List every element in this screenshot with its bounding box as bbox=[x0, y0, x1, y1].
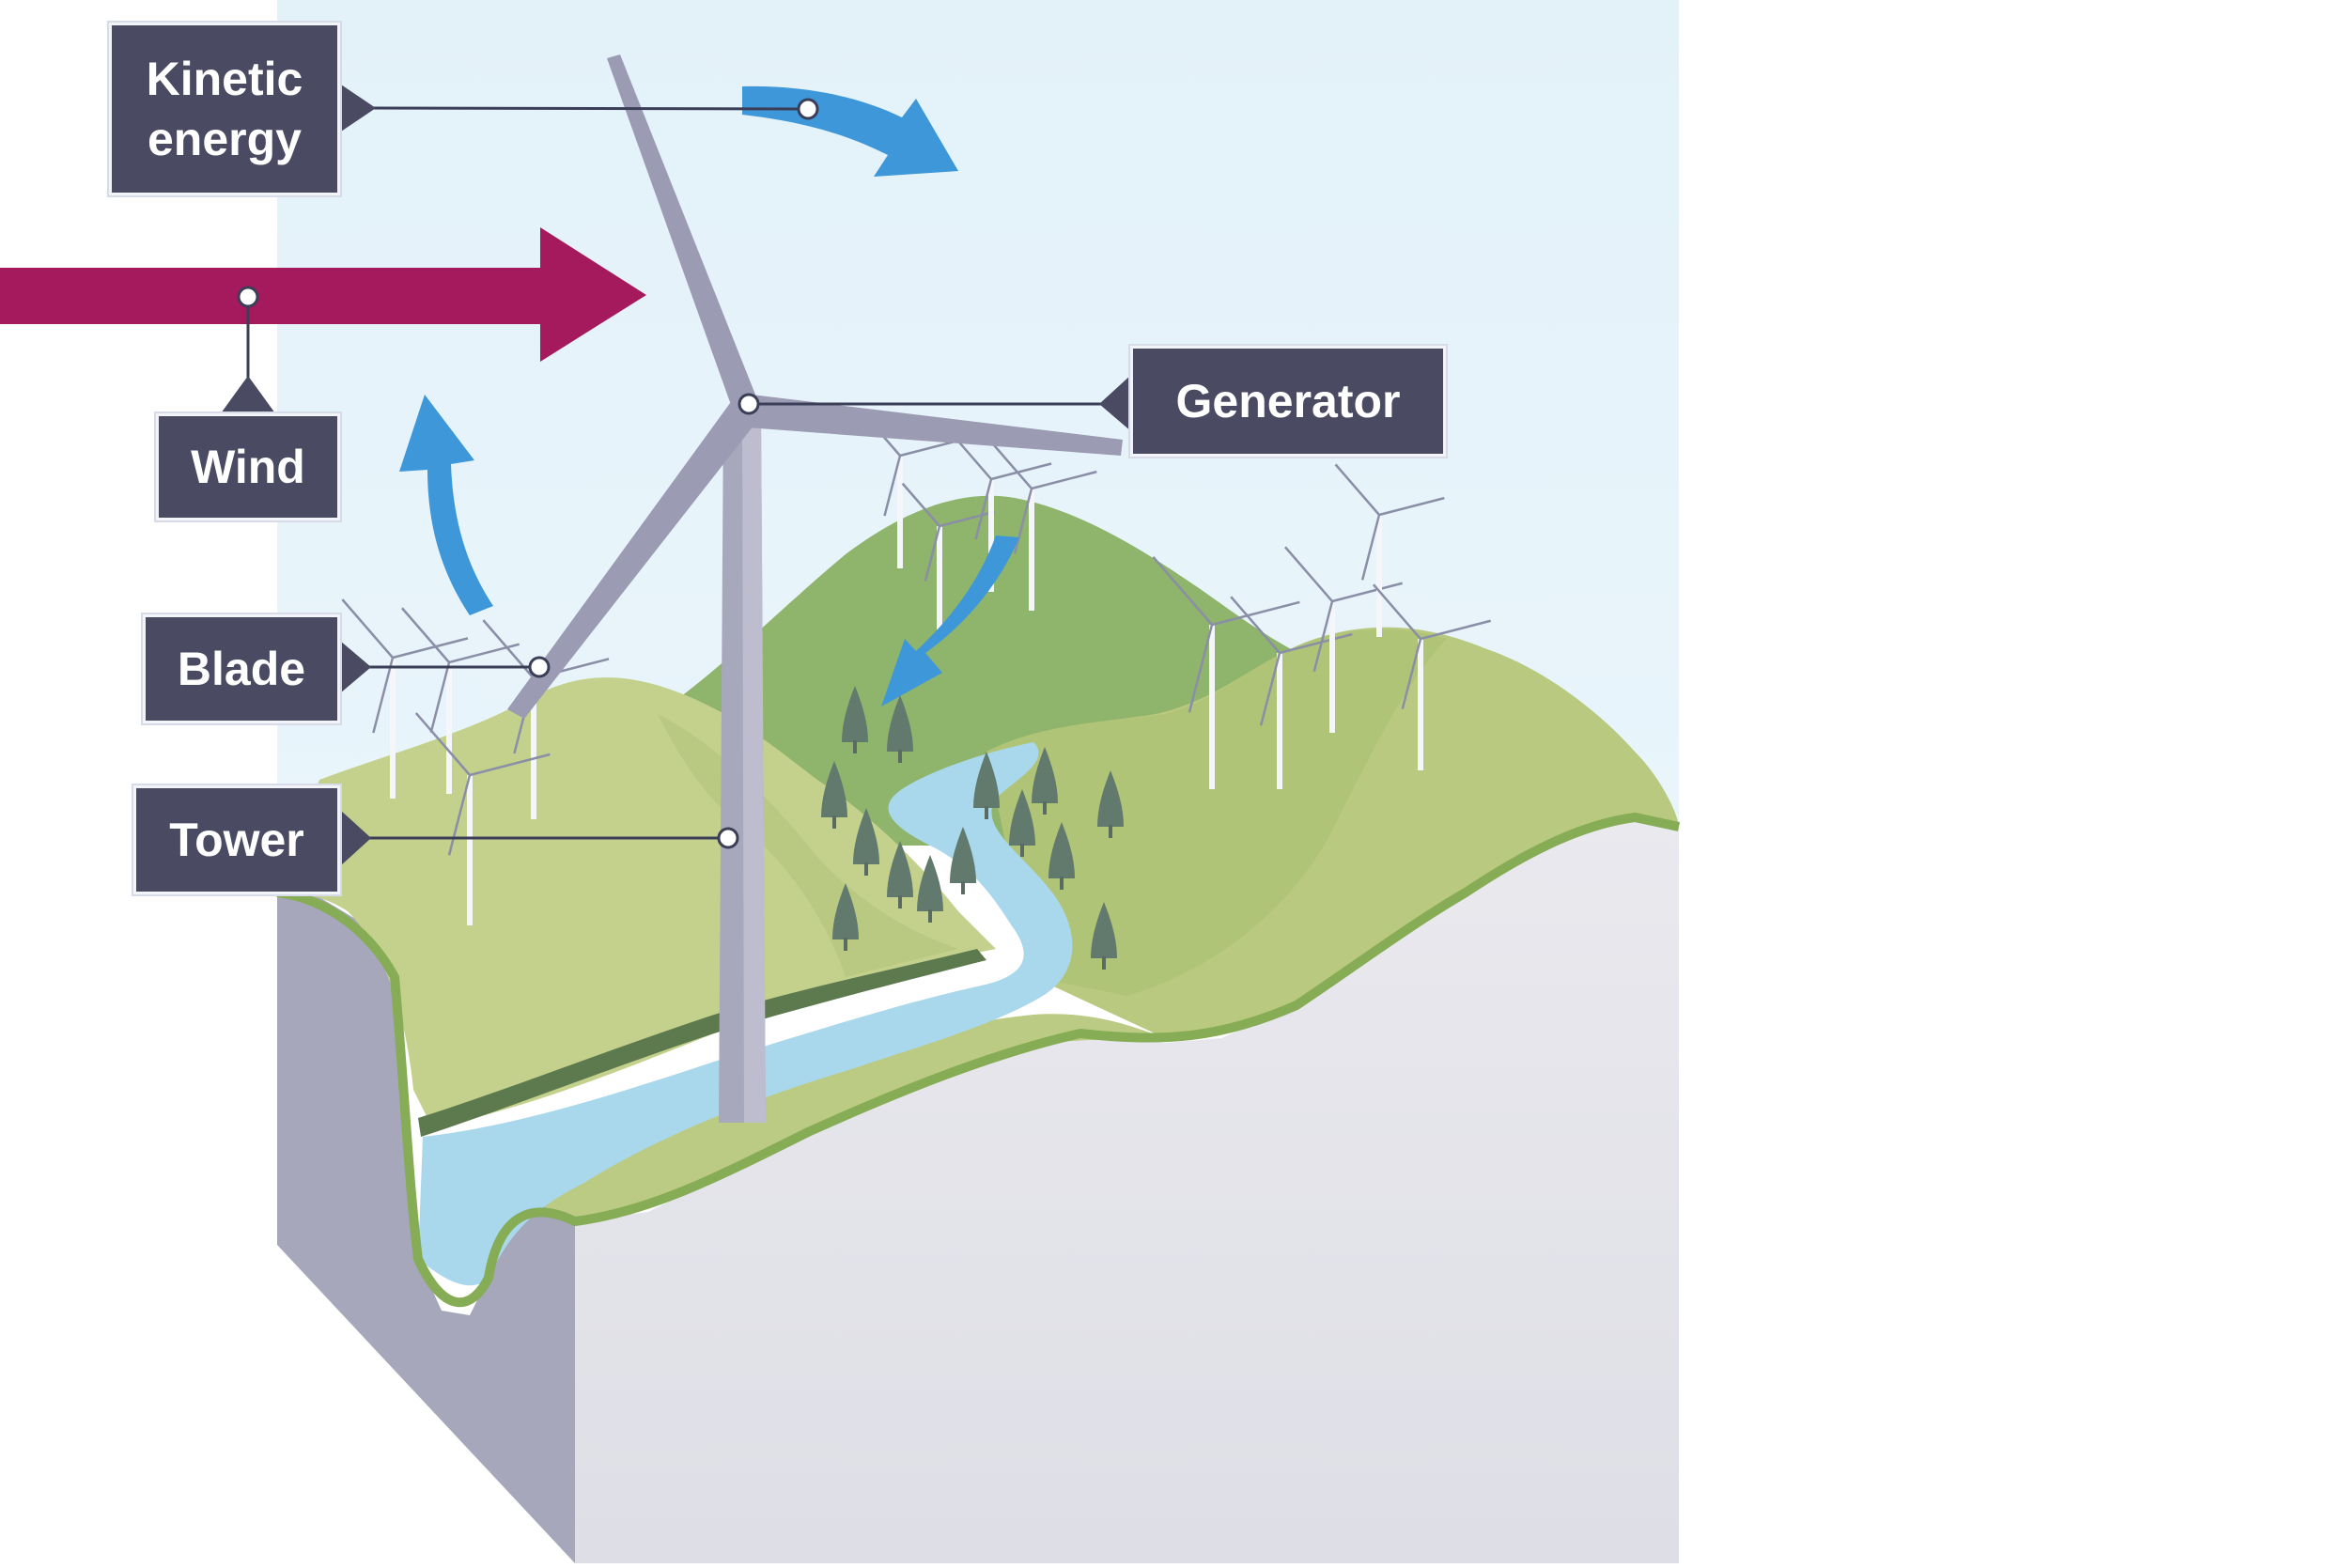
kinetic-energy-dot bbox=[797, 98, 819, 120]
ground-front-face bbox=[575, 817, 1679, 1563]
conifer-tree-icon bbox=[887, 695, 913, 763]
wind-turbine-icon bbox=[341, 598, 469, 799]
blade-right bbox=[747, 395, 1123, 456]
hill-left bbox=[277, 677, 996, 1127]
tower-highlight bbox=[742, 413, 766, 1123]
label-pointers bbox=[221, 83, 1132, 866]
rotation-arrow-right-icon bbox=[881, 536, 1019, 706]
leader-dots bbox=[237, 98, 819, 849]
conifer-tree-icon bbox=[853, 808, 879, 876]
blade-dot bbox=[528, 656, 551, 678]
kinetic-energy-pointer bbox=[338, 83, 376, 133]
wind-turbine-icon bbox=[401, 607, 520, 794]
conifer-tree-icon bbox=[1032, 747, 1058, 815]
generator-pointer bbox=[1099, 374, 1132, 432]
kinetic-energy-leader bbox=[370, 106, 809, 111]
wind-turbine-icon bbox=[414, 712, 551, 925]
blade-pointer bbox=[340, 641, 371, 693]
ground-left-face bbox=[277, 893, 575, 1563]
conifer-tree-icon bbox=[842, 686, 868, 753]
wind-dot bbox=[237, 286, 259, 308]
wind-arrow-icon bbox=[0, 227, 646, 362]
conifer-tree-icon bbox=[973, 752, 1000, 819]
label-kinetic-energy: Kinetic energy bbox=[109, 23, 340, 195]
river bbox=[418, 742, 1073, 1286]
label-wind: Wind bbox=[156, 413, 340, 520]
conifer-tree-icon bbox=[1091, 902, 1117, 970]
blade-lower bbox=[507, 399, 757, 719]
wind-turbine-icon bbox=[1230, 596, 1353, 789]
wind-turbine-icon bbox=[1373, 583, 1492, 770]
rotation-arrow-left-icon bbox=[399, 395, 493, 615]
conifer-tree-icon bbox=[950, 827, 976, 894]
conifer-trees bbox=[821, 686, 1124, 970]
wind-turbine-icon bbox=[1334, 463, 1445, 637]
ground-edge bbox=[276, 812, 1681, 1308]
conifer-tree-icon bbox=[1048, 822, 1075, 890]
main-wind-turbine-icon bbox=[507, 54, 1123, 1123]
river-bank bbox=[418, 949, 986, 1137]
label-tower: Tower bbox=[133, 785, 340, 894]
conifer-tree-icon bbox=[917, 855, 943, 923]
conifer-tree-icon bbox=[1009, 789, 1035, 857]
conifer-tree-icon bbox=[887, 841, 913, 908]
conifer-tree-icon bbox=[821, 761, 847, 829]
label-generator: Generator bbox=[1130, 346, 1446, 457]
wind-turbine-icon bbox=[1152, 555, 1300, 789]
tower-dot bbox=[717, 827, 739, 849]
wind-turbine-icon bbox=[1284, 546, 1404, 733]
tower-pointer bbox=[340, 810, 371, 866]
wind-turbine-icon bbox=[986, 437, 1097, 611]
wind-turbine-icon bbox=[901, 482, 995, 629]
wind-pointer bbox=[221, 376, 275, 413]
conifer-tree-icon bbox=[1097, 770, 1124, 838]
generator-dot bbox=[738, 393, 760, 415]
blade-upper bbox=[607, 54, 759, 415]
label-blade: Blade bbox=[143, 614, 340, 723]
conifer-tree-icon bbox=[832, 883, 859, 951]
grass-front bbox=[526, 1014, 1165, 1221]
